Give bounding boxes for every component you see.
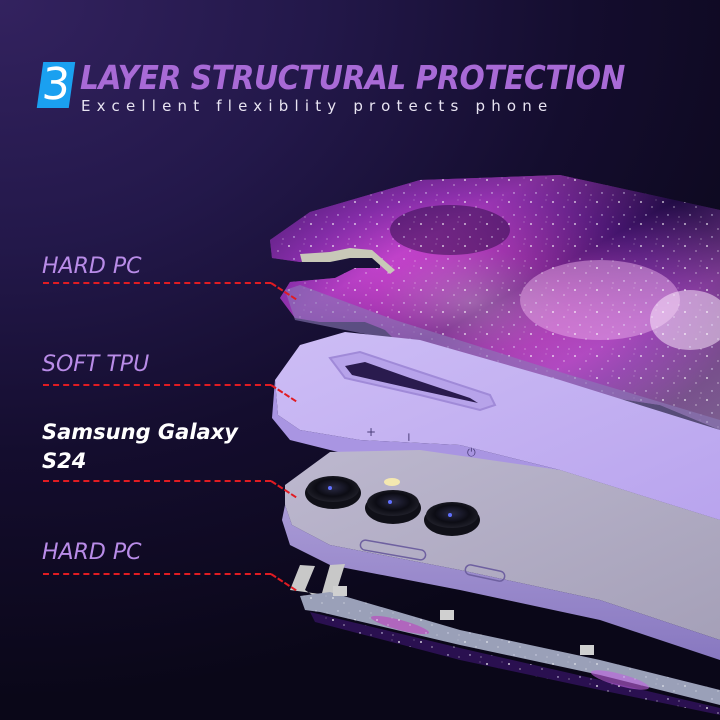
label-soft-tpu: SOFT TPU	[42, 352, 150, 377]
page-title: LAYER STRUCTURAL PROTECTION	[80, 58, 625, 97]
leader-line-phone	[43, 480, 271, 482]
hard-pc-bottom-frame	[290, 564, 720, 715]
label-samsung-galaxy-s24: Samsung Galaxy S24	[42, 418, 238, 476]
label-hard-pc-bottom: HARD PC	[42, 540, 142, 565]
layer-count-badge: 3	[36, 59, 76, 110]
leader-line-hard-pc-top	[43, 282, 271, 284]
layer-count: 3	[40, 59, 72, 110]
power-icon: ⏻	[467, 446, 476, 459]
volume-down-icon: −	[402, 431, 417, 443]
label-phone-model-line2: S24	[42, 449, 87, 473]
volume-up-icon: +	[366, 425, 377, 439]
page-subtitle: Excellent flexiblity protects phone	[81, 97, 554, 115]
leader-line-soft-tpu	[43, 384, 271, 386]
leader-line-hard-pc-bottom	[43, 573, 271, 575]
label-phone-model-line1: Samsung Galaxy	[42, 420, 238, 444]
samsung-galaxy-s24-phone	[282, 450, 720, 660]
flash	[384, 478, 400, 486]
hard-pc-back-plate	[270, 175, 720, 435]
label-hard-pc-top: HARD PC	[42, 254, 142, 279]
